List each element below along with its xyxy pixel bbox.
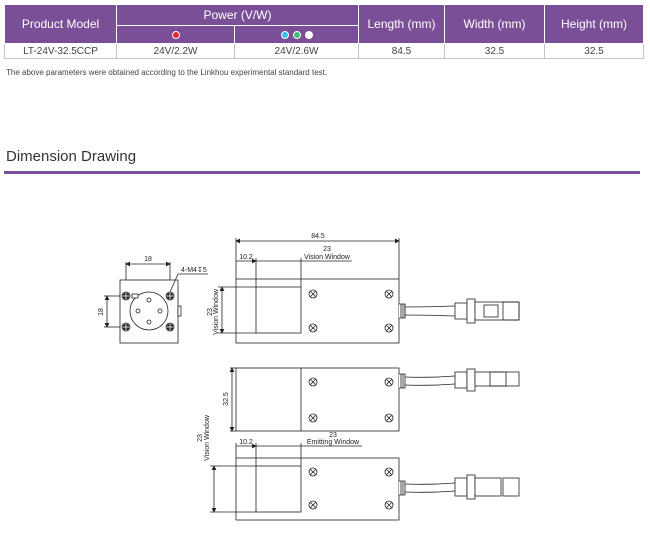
section-title: Dimension Drawing bbox=[6, 148, 137, 165]
section-divider bbox=[4, 171, 640, 174]
bottom-side-dim-label: 23 bbox=[197, 434, 204, 442]
top-window-label: Vision Window bbox=[304, 254, 351, 261]
end-view bbox=[104, 261, 208, 344]
side-view bbox=[229, 367, 520, 432]
header-power-other bbox=[233, 25, 360, 44]
hole-spec-label: 4-M4↧5 bbox=[181, 266, 207, 274]
top-view bbox=[218, 238, 520, 344]
cell-power-red: 24V/2.2W bbox=[116, 43, 235, 59]
top-dim-window-label: 23 bbox=[323, 246, 331, 253]
mounting-hole-bottom-right bbox=[165, 322, 175, 332]
top-side-dim-label: 23 bbox=[207, 308, 214, 316]
bottom-window-label: Emitting Window bbox=[307, 439, 360, 446]
header-power: Power (V/W) bbox=[115, 3, 360, 27]
header-height: Height (mm) bbox=[544, 4, 645, 44]
bottom-dim-offset-label: 10.2 bbox=[239, 439, 253, 446]
header-product-model: Product Model bbox=[4, 4, 117, 44]
cable-connector-side bbox=[399, 368, 520, 392]
bottom-dim-window-label: 23 bbox=[329, 432, 337, 439]
bottom-view bbox=[210, 443, 520, 521]
header-width: Width (mm) bbox=[444, 4, 546, 44]
cable-connector-top bbox=[399, 298, 520, 324]
bottom-side-window-label: Vision Window bbox=[204, 414, 211, 461]
test-note: The above parameters were obtained accor… bbox=[6, 68, 328, 77]
cell-power-other: 24V/2.6W bbox=[233, 43, 360, 59]
spec-table: Product Model Power (V/W) Length (mm) Wi… bbox=[4, 3, 645, 59]
header-length: Length (mm) bbox=[358, 4, 446, 44]
green-light-dot-icon bbox=[292, 30, 301, 39]
top-dim-length-label: 84.5 bbox=[311, 233, 325, 240]
top-dim-offset-label: 10.2 bbox=[239, 254, 253, 261]
white-light-dot-icon bbox=[304, 30, 313, 39]
cell-model: LT-24V-32.5CCP bbox=[4, 43, 117, 59]
cell-height: 32.5 bbox=[544, 43, 645, 59]
end-dim-width-label: 18 bbox=[144, 256, 152, 263]
side-dim-height-label: 32.5 bbox=[223, 392, 230, 406]
cyan-light-dot-icon bbox=[280, 30, 289, 39]
mounting-hole-top-left bbox=[121, 291, 131, 301]
mounting-hole-bottom-left bbox=[121, 322, 131, 332]
top-side-window-label: Vision Window bbox=[213, 288, 220, 335]
table-row: LT-24V-32.5CCP 24V/2.2W 24V/2.6W 84.5 32… bbox=[4, 43, 645, 59]
cable-connector-bottom bbox=[399, 474, 520, 500]
mounting-hole-top-right bbox=[165, 291, 175, 301]
end-dim-height-label: 18 bbox=[98, 308, 105, 316]
red-light-dot-icon bbox=[171, 30, 180, 39]
